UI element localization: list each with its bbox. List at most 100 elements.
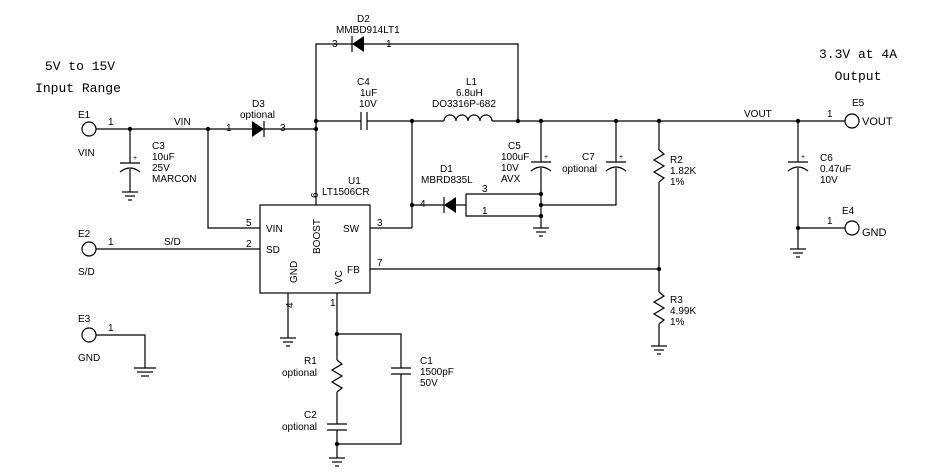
c2-note: optional xyxy=(282,422,317,433)
c7-capacitor: + C7 optional xyxy=(541,121,627,206)
u1-ic: U1 LT1506CR VIN 5 SD 2 BOOST 6 SW 3 FB 7… xyxy=(246,176,383,309)
u1-pin-fb-name: FB xyxy=(347,265,360,276)
c3-voltage: 25V xyxy=(152,163,170,174)
u1-pin-vin-name: VIN xyxy=(266,224,283,235)
c3-value: 10uF xyxy=(152,152,175,163)
e1-pin: 1 xyxy=(108,117,114,128)
r1-note: optional xyxy=(282,368,317,379)
e2-label: S/D xyxy=(78,267,95,278)
d3-diode: D3 optional 1 3 xyxy=(226,99,316,137)
c4-ref: C4 xyxy=(357,77,370,88)
d3-note: optional xyxy=(240,110,275,121)
e3-ref: E3 xyxy=(78,314,91,325)
d2-pin-a: 3 xyxy=(332,39,338,50)
e1-ref: E1 xyxy=(78,110,91,121)
r2-value: 1.82K xyxy=(670,166,696,177)
e3-pin: 1 xyxy=(108,323,114,334)
e3-label: GND xyxy=(78,353,100,364)
d2-part: MMBD914LT1 xyxy=(336,25,400,36)
svg-text:+: + xyxy=(544,154,548,161)
c5-voltage: 10V xyxy=(501,163,519,174)
r3-tol: 1% xyxy=(670,317,685,328)
d3-ref: D3 xyxy=(252,99,265,110)
l1-inductor: L1 6.8uH DO3316P-682 xyxy=(412,77,798,122)
c1-voltage: 50V xyxy=(420,378,438,389)
d2-diode: D2 MMBD914LT1 3 1 xyxy=(315,14,519,129)
c5-maker: AVX xyxy=(501,174,521,185)
terminal-e1: E1 VIN 1 xyxy=(78,110,208,159)
svg-text:+: + xyxy=(619,154,623,161)
u1-ref: U1 xyxy=(348,176,361,187)
r2-resistor: R2 1.82K 1% xyxy=(652,121,696,269)
e4-pin: 1 xyxy=(827,216,833,227)
c4-voltage: 10V xyxy=(359,99,377,110)
c6-voltage: 10V xyxy=(820,175,838,186)
r2-tol: 1% xyxy=(670,177,685,188)
u1-pin-sw-num: 3 xyxy=(377,218,383,229)
u1-pin-vin-num: 5 xyxy=(246,218,252,229)
c3-ref: C3 xyxy=(152,141,165,152)
terminal-e3: E3 GND 1 xyxy=(78,314,156,377)
r1-resistor: R1 optional xyxy=(282,356,344,424)
e1-label: VIN xyxy=(78,148,95,159)
u1-pin-vc-num: 1 xyxy=(330,298,336,309)
d1-part: MBRD835L xyxy=(421,175,473,186)
d1-pin-a1: 3 xyxy=(482,184,488,195)
net-label-vout: VOUT xyxy=(744,109,772,120)
r3-ref: R3 xyxy=(670,295,683,306)
e2-ref: E2 xyxy=(78,229,91,240)
c3-maker: MARCON xyxy=(152,174,196,185)
d1-ref: D1 xyxy=(440,164,453,175)
d3-pin-k: 3 xyxy=(280,123,286,134)
c1-capacitor: C1 1500pF 50V xyxy=(337,356,454,445)
c6-capacitor: + C6 0.47uF 10V xyxy=(787,121,851,258)
d1-diode: D1 MBRD835L 4 3 1 xyxy=(420,164,541,217)
u1-pin-vc-name: VC xyxy=(334,270,345,284)
r1-ref: R1 xyxy=(304,356,317,367)
l1-value: 6.8uH xyxy=(456,88,483,99)
r3-resistor: R3 4.99K 1% xyxy=(651,269,696,355)
output-line1: 3.3V at 4A xyxy=(819,47,897,62)
u1-pin-boost-num: 6 xyxy=(310,192,321,198)
input-range-line2: Input Range xyxy=(35,81,121,96)
l1-part: DO3316P-682 xyxy=(432,99,496,110)
u1-part: LT1506CR xyxy=(322,187,370,198)
r2-ref: R2 xyxy=(670,155,683,166)
c5-value: 100uF xyxy=(501,152,529,163)
d3-pin-a: 1 xyxy=(226,123,232,134)
u1-pin-sd-num: 2 xyxy=(246,239,252,250)
l1-ref: L1 xyxy=(466,77,478,88)
e2-pin: 1 xyxy=(108,237,114,248)
d2-pin-k: 1 xyxy=(386,39,392,50)
u1-pin-sd-name: SD xyxy=(266,245,280,256)
e5-ref: E5 xyxy=(852,98,865,109)
c7-ref: C7 xyxy=(582,152,595,163)
input-range-line1: 5V to 15V xyxy=(45,59,115,74)
c4-capacitor: C4 1uF 10V xyxy=(316,77,412,130)
terminal-e5: E5 VOUT 1 xyxy=(827,98,893,129)
svg-text:+: + xyxy=(801,154,805,161)
c6-ref: C6 xyxy=(820,153,833,164)
c5-capacitor: + C5 100uF 10V AVX xyxy=(501,121,552,237)
c6-value: 0.47uF xyxy=(820,164,851,175)
u1-pin-boost-name: BOOST xyxy=(312,219,323,254)
c1-value: 1500pF xyxy=(420,367,454,378)
e5-pin: 1 xyxy=(827,109,833,120)
net-label-vin: VIN xyxy=(174,117,191,128)
svg-text:+: + xyxy=(133,155,137,162)
c7-note: optional xyxy=(562,164,597,175)
d2-ref: D2 xyxy=(357,14,370,25)
c5-ref: C5 xyxy=(508,141,521,152)
net-label-sd: S/D xyxy=(164,237,181,248)
e4-ref: E4 xyxy=(842,206,855,217)
u1-pin-fb-num: 7 xyxy=(377,258,383,269)
c4-value: 1uF xyxy=(360,88,377,99)
d1-pin-k: 4 xyxy=(420,199,426,210)
u1-pin-gnd-num: 4 xyxy=(285,302,296,308)
u1-pin-gnd-name: GND xyxy=(289,261,300,283)
r3-value: 4.99K xyxy=(670,306,696,317)
c1-ref: C1 xyxy=(420,356,433,367)
e5-label: VOUT xyxy=(862,116,893,128)
u1-pin-sw-name: SW xyxy=(343,224,360,235)
